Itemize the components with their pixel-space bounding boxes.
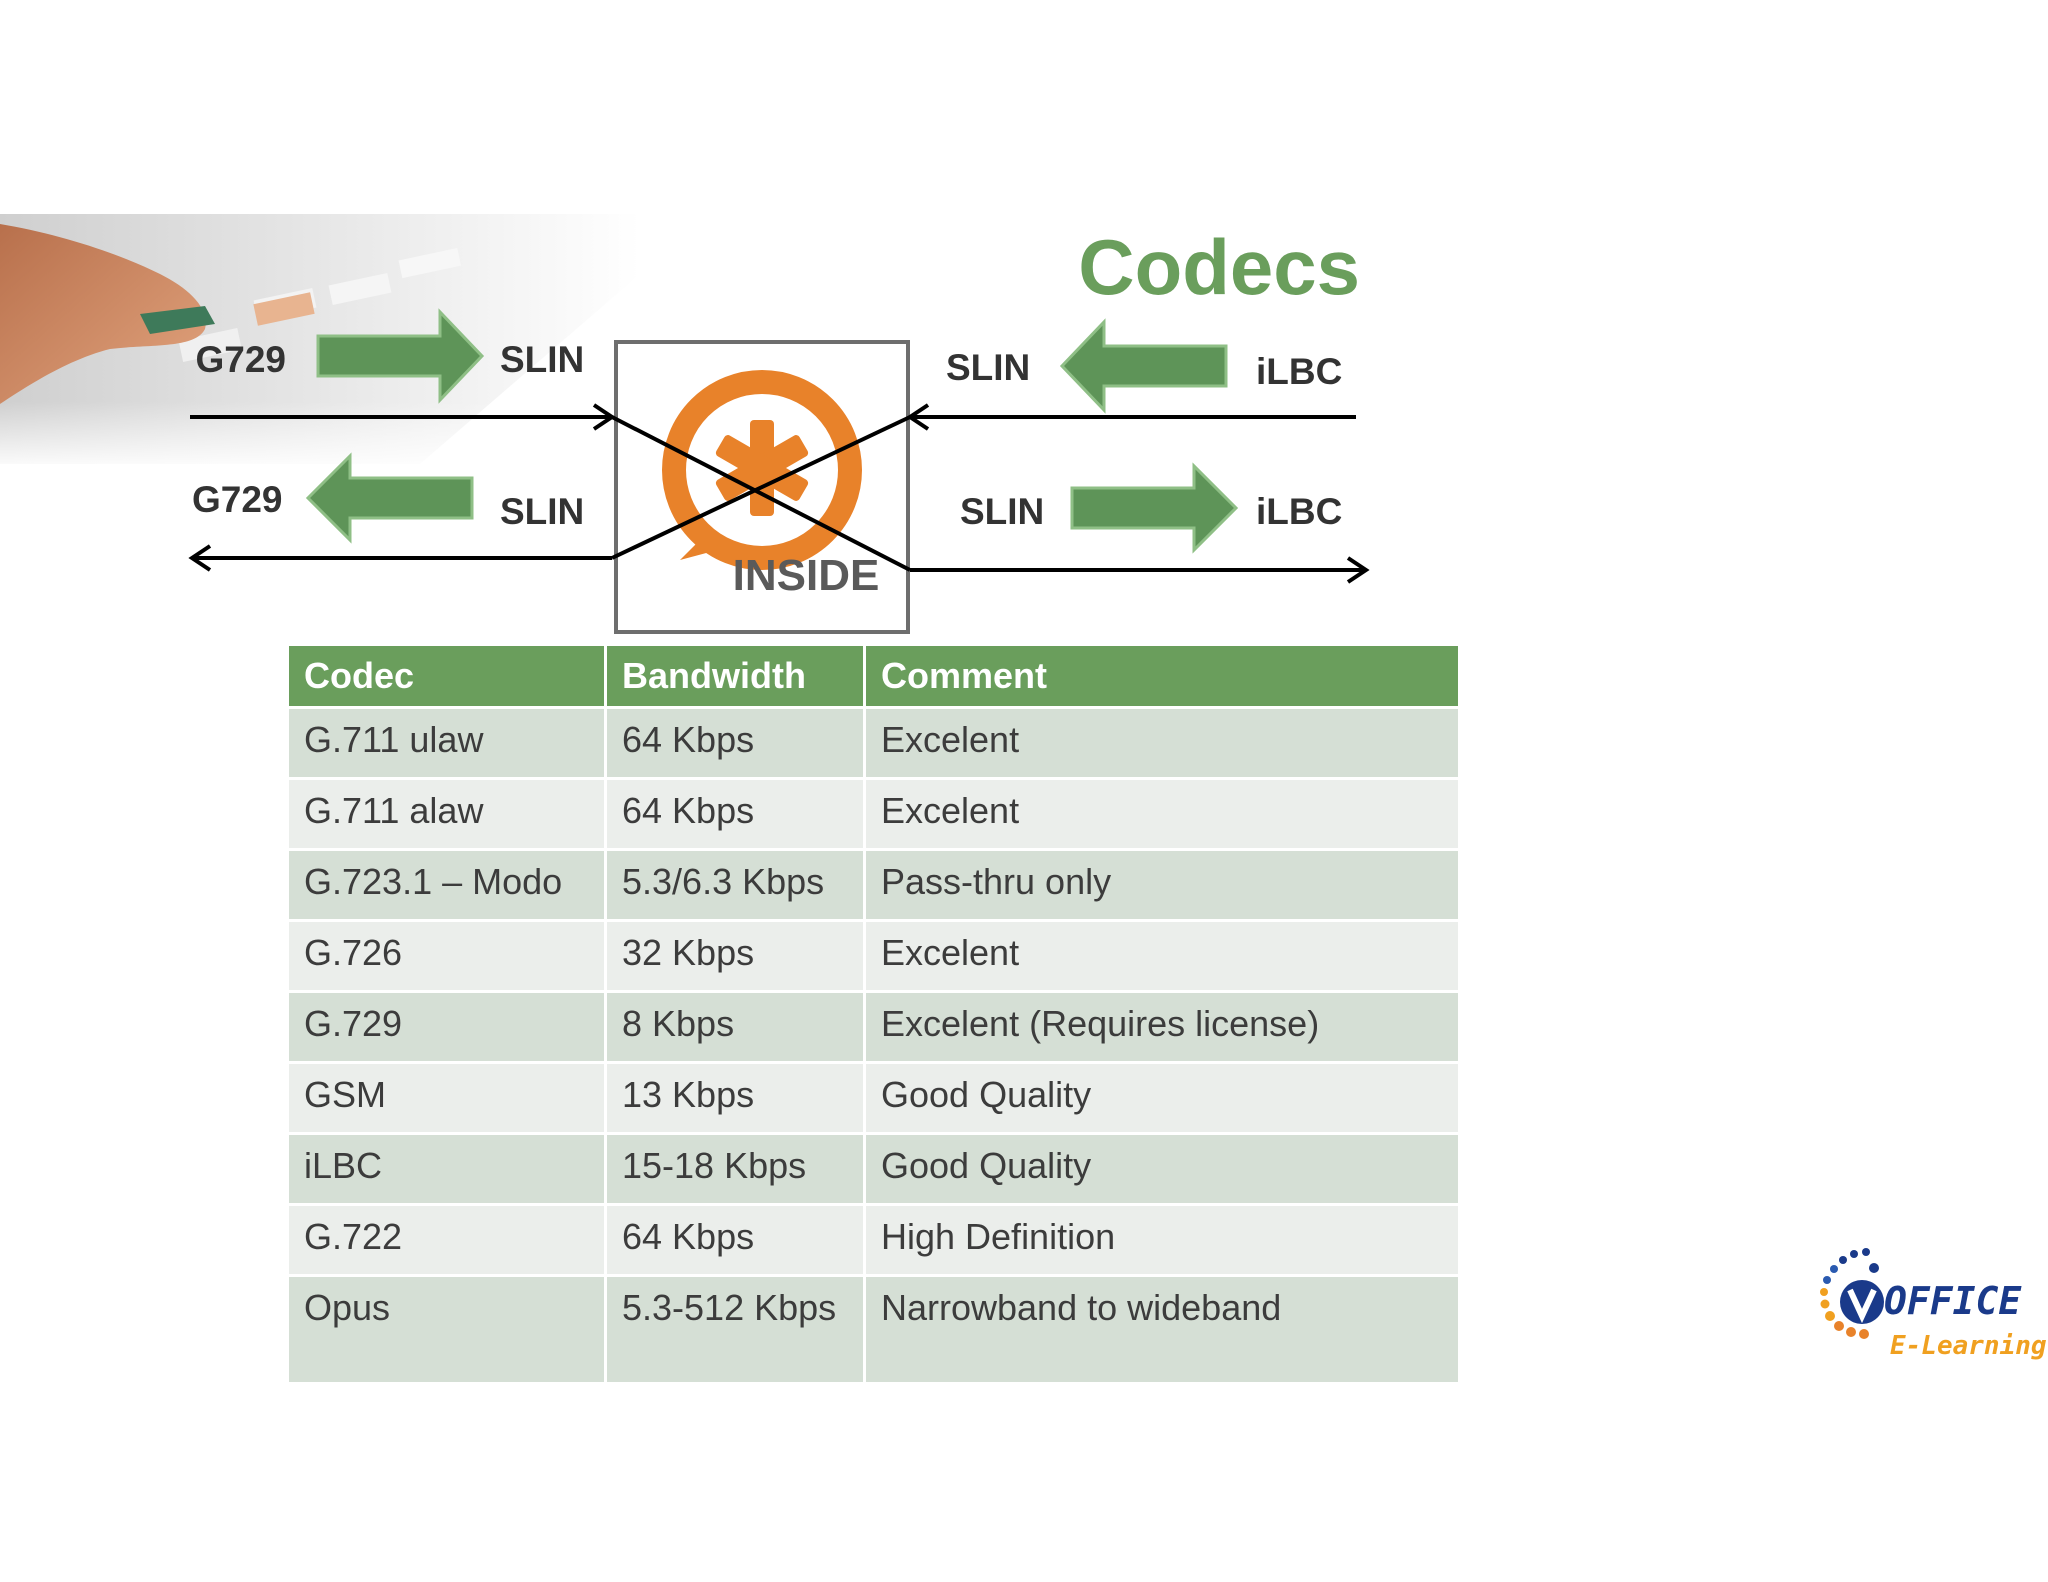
- cross-line-a: [611, 415, 911, 572]
- logo-dots-icon: [1820, 1248, 1879, 1339]
- table-row: Opus 5.3-512 Kbps Narrowband to wideband: [286, 1274, 1461, 1385]
- cell-codec: iLBC: [286, 1132, 607, 1206]
- header-codec: Codec: [286, 643, 607, 709]
- table-row: G.723.1 – Modo 5.3/6.3 Kbps Pass-thru on…: [286, 848, 1461, 922]
- label-top-mid-left: SLIN: [500, 339, 584, 380]
- cell-bandwidth: 5.3-512 Kbps: [604, 1274, 866, 1385]
- cell-codec: GSM: [286, 1061, 607, 1135]
- header-comment: Comment: [863, 643, 1461, 709]
- cell-bandwidth: 64 Kbps: [604, 777, 866, 851]
- arrowhead-bottom-left: [188, 544, 212, 572]
- cell-comment: Narrowband to wideband: [863, 1274, 1461, 1385]
- cell-bandwidth: 15-18 Kbps: [604, 1132, 866, 1206]
- cell-comment: Excelent: [863, 777, 1461, 851]
- cell-bandwidth: 64 Kbps: [604, 1203, 866, 1277]
- codec-table: Codec Bandwidth Comment G.711 ulaw 64 Kb…: [286, 643, 1461, 1385]
- cross-line-b: [611, 415, 911, 560]
- cell-bandwidth: 32 Kbps: [604, 919, 866, 993]
- table-row: G.726 32 Kbps Excelent: [286, 919, 1461, 993]
- cell-comment: High Definition: [863, 1203, 1461, 1277]
- arrow-right-bottom-right: [1070, 462, 1239, 554]
- cell-bandwidth: 13 Kbps: [604, 1061, 866, 1135]
- cell-codec: G.726: [286, 919, 607, 993]
- cell-codec: G.711 alaw: [286, 777, 607, 851]
- voffice-logo: OFFICE E-Learning: [1820, 1248, 2047, 1361]
- cell-bandwidth: 64 Kbps: [604, 706, 866, 780]
- label-bottom-mid-right: SLIN: [960, 491, 1044, 532]
- logo-text-office: OFFICE: [1884, 1279, 2022, 1323]
- label-bottom-right: iLBC: [1256, 491, 1342, 532]
- cell-codec: G.729: [286, 990, 607, 1064]
- slide-title: Codecs: [1078, 223, 1360, 311]
- cell-codec: G.723.1 – Modo: [286, 848, 607, 922]
- label-bottom-mid-left: SLIN: [500, 491, 584, 532]
- cell-codec: Opus: [286, 1274, 607, 1385]
- cell-bandwidth: 8 Kbps: [604, 990, 866, 1064]
- cell-comment: Excelent (Requires license): [863, 990, 1461, 1064]
- transcoding-diagram: INSIDE G729 SLIN: [188, 308, 1370, 634]
- cell-codec: G.711 ulaw: [286, 706, 607, 780]
- cell-comment: Good Quality: [863, 1132, 1461, 1206]
- table-row: G.711 ulaw 64 Kbps Excelent: [286, 706, 1461, 780]
- logo-v-icon: [1840, 1280, 1884, 1324]
- logo-text-elearning: E-Learning: [1890, 1331, 2047, 1361]
- arrow-left-top-right: [1059, 318, 1228, 414]
- label-top-left: G729: [195, 339, 286, 380]
- cell-comment: Pass-thru only: [863, 848, 1461, 922]
- arrow-right-top-left: [316, 308, 485, 404]
- arrowhead-bottom-right: [1346, 556, 1370, 584]
- inside-label: INSIDE: [733, 551, 880, 600]
- arrow-left-bottom-left: [305, 452, 474, 544]
- table-row: G.729 8 Kbps Excelent (Requires license): [286, 990, 1461, 1064]
- table-row: G.711 alaw 64 Kbps Excelent: [286, 777, 1461, 851]
- label-top-right: iLBC: [1256, 351, 1342, 392]
- cell-codec: G.722: [286, 1203, 607, 1277]
- cell-comment: Good Quality: [863, 1061, 1461, 1135]
- header-bandwidth: Bandwidth: [604, 643, 866, 709]
- table-row: GSM 13 Kbps Good Quality: [286, 1061, 1461, 1135]
- cell-bandwidth: 5.3/6.3 Kbps: [604, 848, 866, 922]
- label-top-mid-right: SLIN: [946, 347, 1030, 388]
- cell-comment: Excelent: [863, 706, 1461, 780]
- table-row: G.722 64 Kbps High Definition: [286, 1203, 1461, 1277]
- table-header-row: Codec Bandwidth Comment: [286, 643, 1461, 709]
- table-row: iLBC 15-18 Kbps Good Quality: [286, 1132, 1461, 1206]
- cell-comment: Excelent: [863, 919, 1461, 993]
- label-bottom-left: G729: [192, 479, 283, 520]
